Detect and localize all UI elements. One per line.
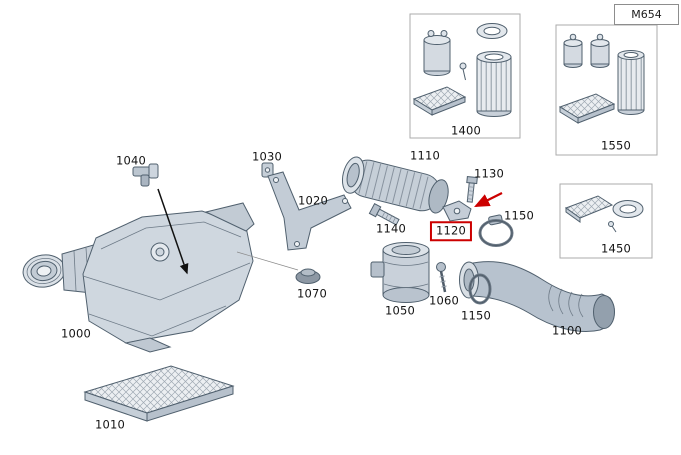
part-label-1030[interactable]: 1030 <box>251 149 283 164</box>
part-label-1110[interactable]: 1110 <box>409 148 441 163</box>
alt-parts-box-1400 <box>409 13 521 139</box>
hose-clamp-upper-1150 <box>478 214 514 247</box>
part-label-1150-lower[interactable]: 1150 <box>460 308 492 323</box>
alt-parts-box-1550 <box>555 24 658 156</box>
maf-sensor-1050 <box>370 242 430 303</box>
leader-line <box>236 251 299 271</box>
part-label-1070[interactable]: 1070 <box>296 286 328 301</box>
part-label-1120[interactable]: 1120 <box>429 221 473 241</box>
clip-1030 <box>261 162 274 178</box>
part-label-1060[interactable]: 1060 <box>428 293 460 308</box>
part-label-1150-upper[interactable]: 1150 <box>503 208 535 223</box>
part-label-1000[interactable]: 1000 <box>60 326 92 341</box>
intake-duct-1110 <box>341 156 449 214</box>
part-label-1040[interactable]: 1040 <box>115 153 147 168</box>
mount-1120 <box>442 200 472 222</box>
air-cleaner-housing <box>22 202 255 353</box>
part-label-1450[interactable]: 1450 <box>600 241 632 256</box>
part-label-1050[interactable]: 1050 <box>384 303 416 318</box>
part-label-1130[interactable]: 1130 <box>473 166 505 181</box>
part-label-1010[interactable]: 1010 <box>94 417 126 432</box>
bracket-1020 <box>267 171 352 251</box>
model-code: M654 <box>631 8 662 21</box>
air-filter-panel <box>83 365 235 422</box>
hose-clamp-lower-1150 <box>468 273 492 305</box>
alt-parts-box-1450 <box>559 183 653 259</box>
part-label-1400[interactable]: 1400 <box>450 123 482 138</box>
bolt-1130 <box>466 175 478 203</box>
part-label-1140[interactable]: 1140 <box>375 221 407 236</box>
highlight-arrow <box>474 192 503 207</box>
screw-1060 <box>436 262 447 293</box>
pointer-arrow-1040 <box>157 188 189 275</box>
sensor-1040 <box>132 163 159 187</box>
part-label-1550[interactable]: 1550 <box>600 138 632 153</box>
model-code-box: M654 <box>614 4 679 25</box>
part-label-1100[interactable]: 1100 <box>551 323 583 338</box>
part-label-1020[interactable]: 1020 <box>297 193 329 208</box>
bolt-1140 <box>368 202 400 226</box>
grommet-1070 <box>295 268 321 284</box>
